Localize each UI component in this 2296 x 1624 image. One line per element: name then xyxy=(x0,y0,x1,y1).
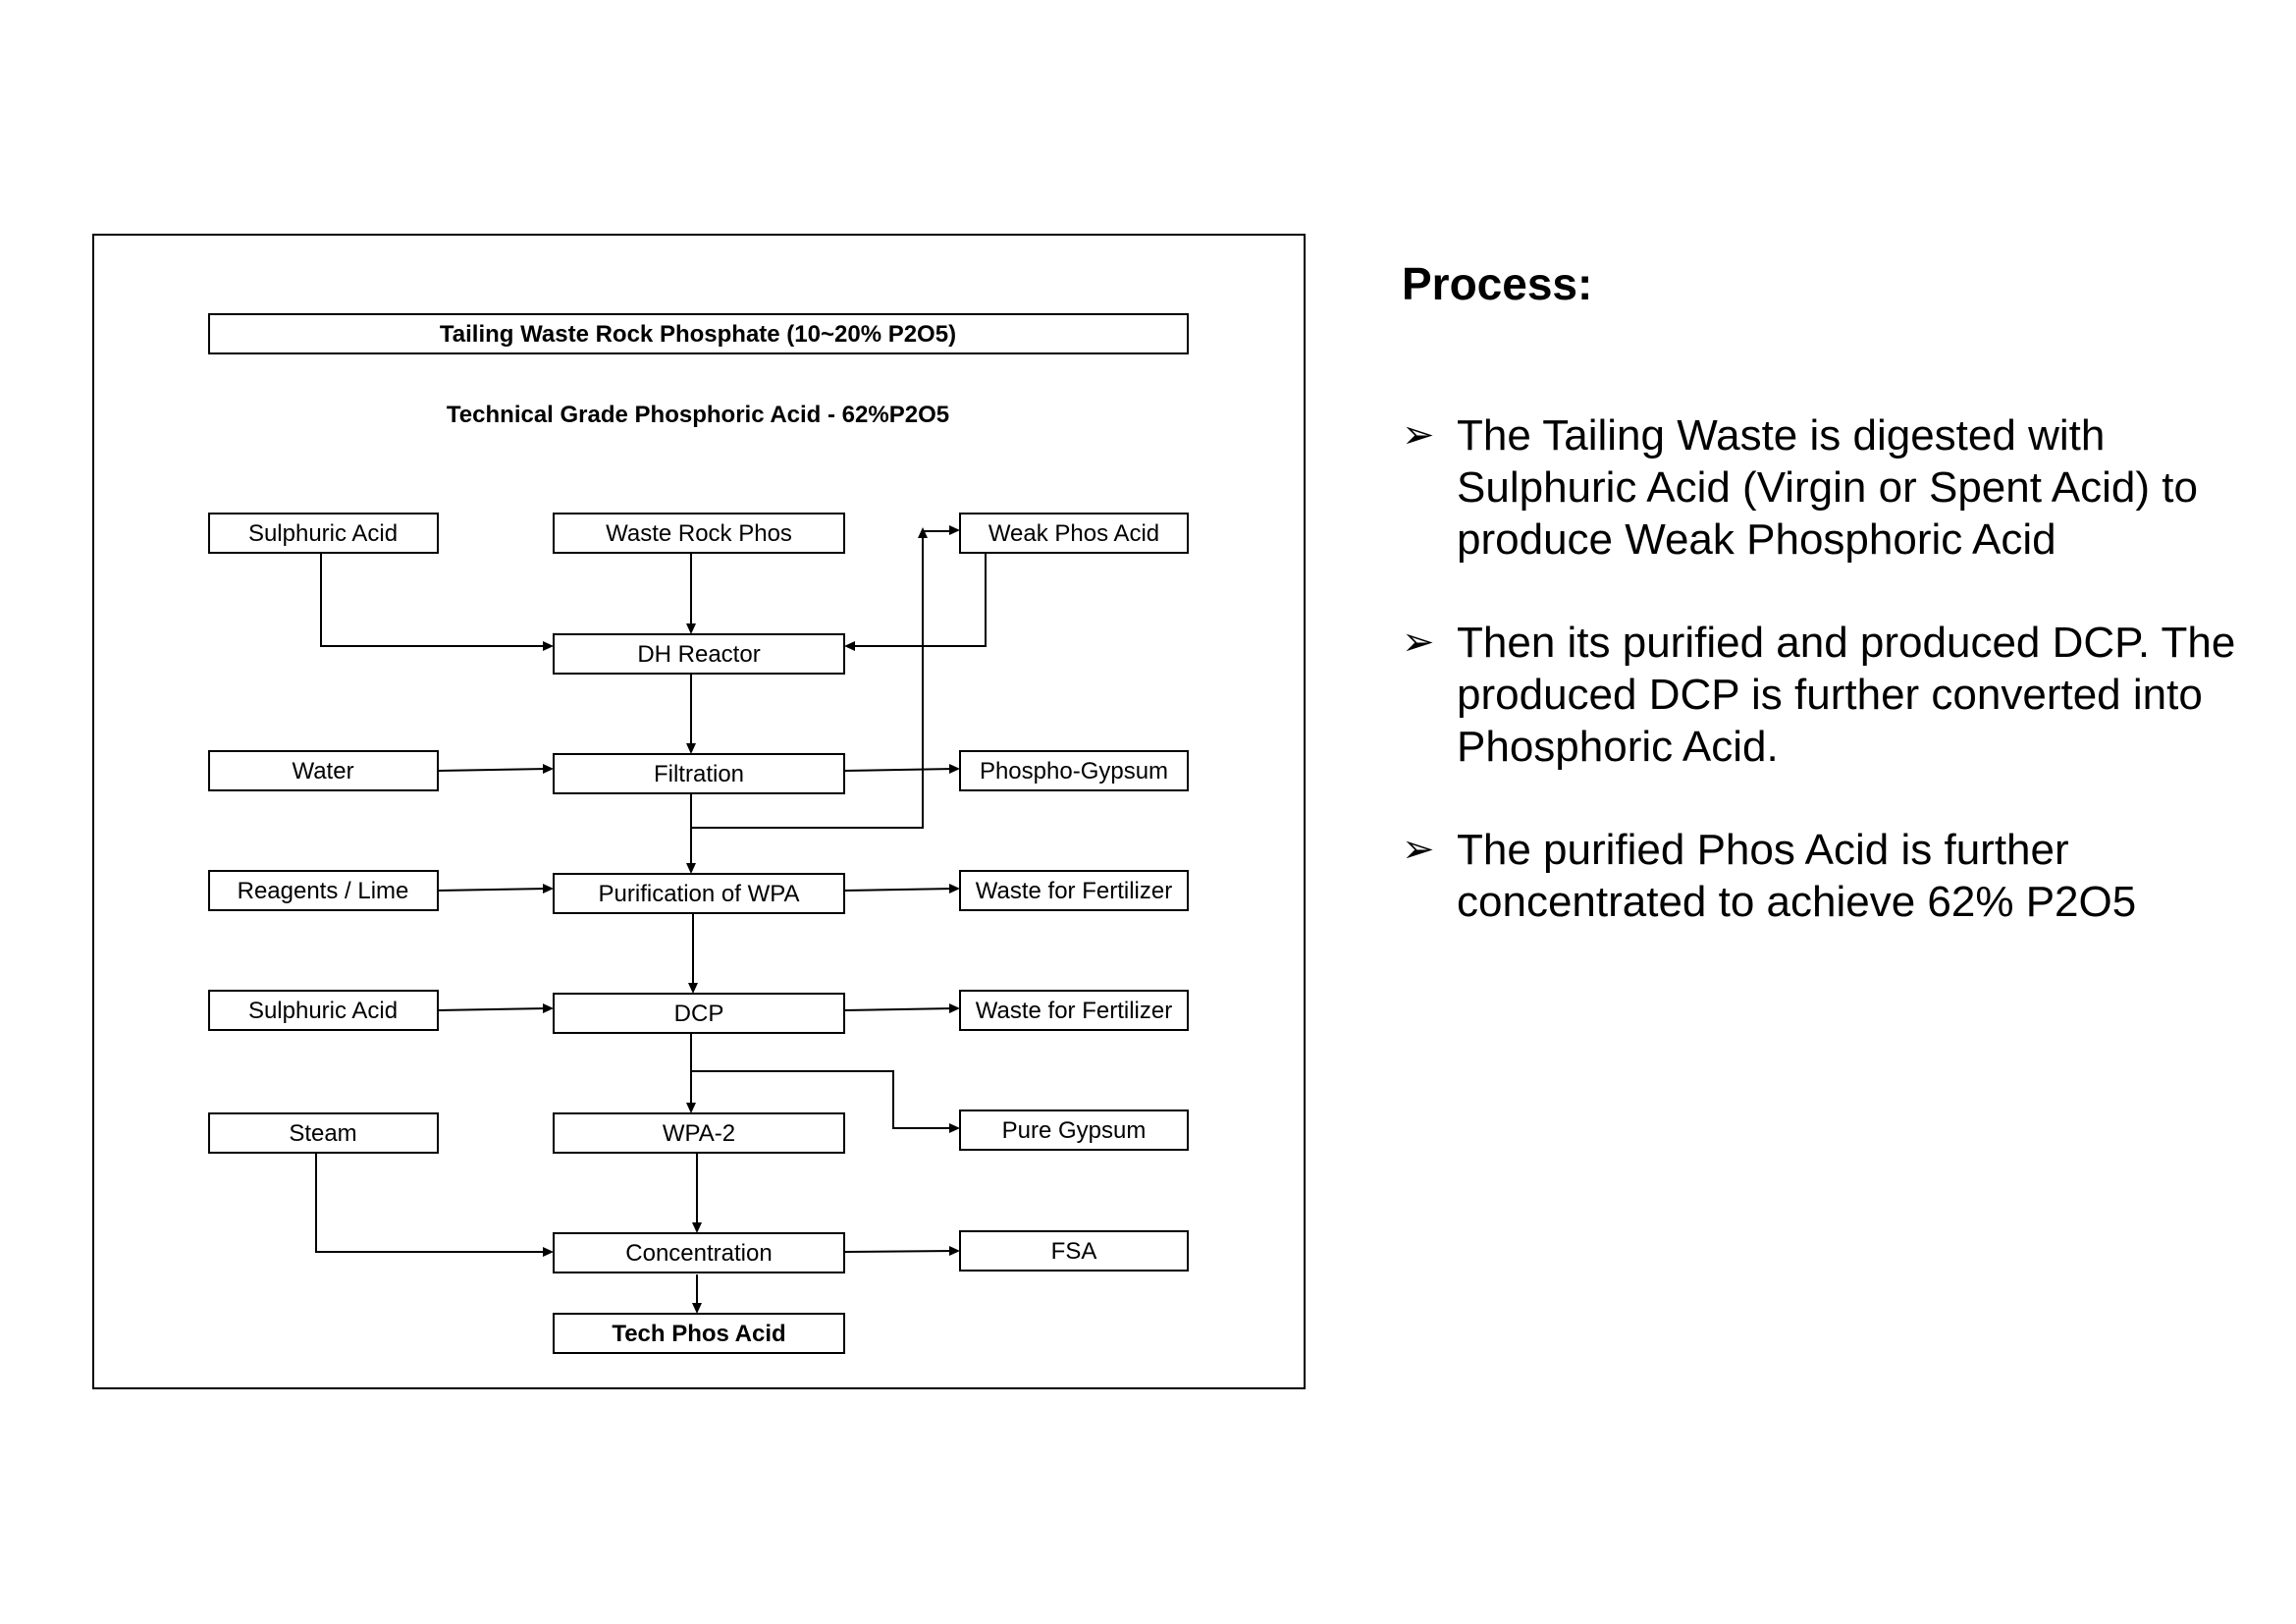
concentration-label: Concentration xyxy=(625,1240,772,1267)
arrowhead xyxy=(686,863,696,874)
connector-water-to-filtration xyxy=(437,768,549,772)
purification-wpa-node: Purification of WPA xyxy=(553,873,845,914)
water-node: Water xyxy=(208,750,439,791)
process-bullet: ➢ The Tailing Waste is digested with Sul… xyxy=(1402,409,2266,566)
waste-fertilizer-label-2: Waste for Fertilizer xyxy=(976,998,1172,1024)
title-box-label: Tailing Waste Rock Phosphate (10~20% P2O… xyxy=(440,321,956,348)
connector-dcp-to-pure-gypsum xyxy=(691,1070,954,1129)
process-description: Process: ➢ The Tailing Waste is digested… xyxy=(1402,257,2266,979)
pure-gypsum-label: Pure Gypsum xyxy=(1002,1117,1147,1144)
connector-recycle-to-weak-acid xyxy=(691,530,954,829)
fsa-label: FSA xyxy=(1051,1238,1097,1265)
waste-rock-phos-node: Waste Rock Phos xyxy=(553,513,845,554)
bullet-arrow-icon: ➢ xyxy=(1402,413,1435,458)
arrowhead xyxy=(543,884,554,893)
concentration-node: Concentration xyxy=(553,1232,845,1273)
dh-reactor-node: DH Reactor xyxy=(553,633,845,675)
process-bullet: ➢ Then its purified and produced DCP. Th… xyxy=(1402,617,2266,773)
wpa2-node: WPA-2 xyxy=(553,1112,845,1154)
bullet-arrow-icon: ➢ xyxy=(1402,621,1435,665)
diagram-subtitle: Technical Grade Phosphoric Acid - 62%P2O… xyxy=(447,402,949,428)
arrowhead xyxy=(918,527,928,538)
connector-sulphuric-to-dh xyxy=(320,553,548,647)
purification-wpa-label: Purification of WPA xyxy=(599,881,800,907)
process-bullet-text: The Tailing Waste is digested with Sulph… xyxy=(1457,411,2198,565)
sulphuric-acid-node-2: Sulphuric Acid xyxy=(208,990,439,1031)
arrowhead xyxy=(692,1303,702,1314)
filtration-label: Filtration xyxy=(654,761,744,787)
reagents-lime-label: Reagents / Lime xyxy=(238,878,409,904)
steam-node: Steam xyxy=(208,1112,439,1154)
arrowhead xyxy=(949,884,960,893)
wpa2-label: WPA-2 xyxy=(663,1120,735,1147)
weak-phos-acid-node: Weak Phos Acid xyxy=(959,513,1189,554)
tech-phos-acid-node: Tech Phos Acid xyxy=(553,1313,845,1354)
arrowhead xyxy=(844,641,855,651)
waste-fertilizer-node-2: Waste for Fertilizer xyxy=(959,990,1189,1031)
waste-fertilizer-node-1: Waste for Fertilizer xyxy=(959,870,1189,911)
process-flow-diagram: Tailing Waste Rock Phosphate (10~20% P2O… xyxy=(92,234,1306,1389)
connector-concentration-to-fsa xyxy=(843,1250,955,1253)
arrowhead xyxy=(686,743,696,754)
sulphuric-acid-node: Sulphuric Acid xyxy=(208,513,439,554)
arrowhead xyxy=(543,641,554,651)
arrowhead xyxy=(692,1222,702,1233)
sulphuric-acid-label-2: Sulphuric Acid xyxy=(248,998,398,1024)
reagents-lime-node: Reagents / Lime xyxy=(208,870,439,911)
arrowhead xyxy=(543,1003,554,1013)
waste-rock-phos-label: Waste Rock Phos xyxy=(606,520,792,547)
phospho-gypsum-label: Phospho-Gypsum xyxy=(980,758,1168,785)
steam-label: Steam xyxy=(289,1120,356,1147)
arrowhead xyxy=(949,764,960,774)
connector-purification-to-waste xyxy=(843,888,955,892)
bullet-arrow-icon: ➢ xyxy=(1402,828,1435,872)
process-bullet: ➢ The purified Phos Acid is further conc… xyxy=(1402,824,2266,928)
connector-dcp-to-waste xyxy=(843,1007,955,1011)
arrowhead xyxy=(688,983,698,994)
sulphuric-acid-label: Sulphuric Acid xyxy=(248,520,398,547)
arrowhead xyxy=(949,1246,960,1256)
connector-reagents-to-purification xyxy=(437,888,549,892)
process-title: Process: xyxy=(1402,258,1593,309)
connector-sulphuric2-to-dcp xyxy=(437,1007,549,1011)
arrowhead xyxy=(686,1103,696,1113)
weak-phos-acid-label: Weak Phos Acid xyxy=(988,520,1159,547)
title-box xyxy=(208,313,1189,354)
arrowhead xyxy=(949,1003,960,1013)
arrowhead xyxy=(949,525,960,535)
connector-filtration-to-gypsum xyxy=(843,768,955,772)
flow-connectors xyxy=(315,525,987,1314)
connector-weak-to-dh xyxy=(850,553,987,647)
tech-phos-acid-label: Tech Phos Acid xyxy=(612,1321,785,1347)
dcp-node: DCP xyxy=(553,993,845,1034)
arrowhead xyxy=(949,1123,960,1133)
dh-reactor-label: DH Reactor xyxy=(637,641,760,668)
dcp-label: DCP xyxy=(674,1001,724,1027)
process-bullet-text: Then its purified and produced DCP. The … xyxy=(1457,619,2236,772)
phospho-gypsum-node: Phospho-Gypsum xyxy=(959,750,1189,791)
arrowhead xyxy=(543,764,554,774)
pure-gypsum-node: Pure Gypsum xyxy=(959,1110,1189,1151)
process-bullet-text: The purified Phos Acid is further concen… xyxy=(1457,826,2137,927)
water-label: Water xyxy=(292,758,353,785)
filtration-node: Filtration xyxy=(553,753,845,794)
connector-steam-to-concentration xyxy=(315,1153,548,1253)
arrowhead xyxy=(543,1247,554,1257)
fsa-node: FSA xyxy=(959,1230,1189,1272)
waste-fertilizer-label-1: Waste for Fertilizer xyxy=(976,878,1172,904)
arrowhead xyxy=(686,623,696,634)
